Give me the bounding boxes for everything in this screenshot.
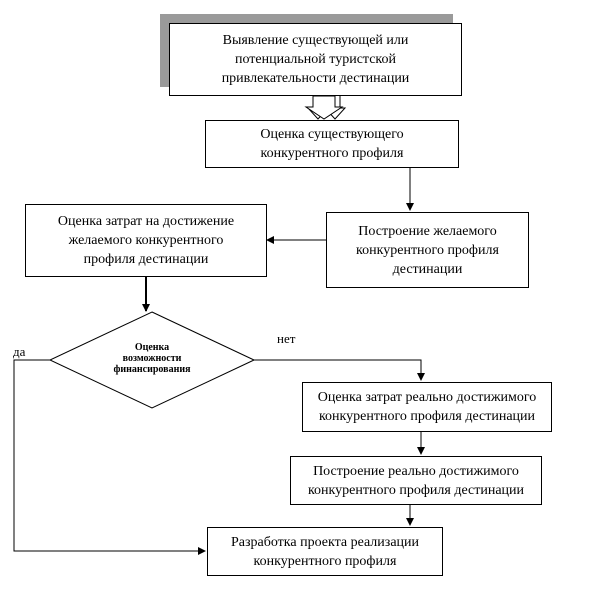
box-assess-current-profile-text: Оценка существующего конкурентного профи… bbox=[260, 127, 404, 161]
arrow-no bbox=[254, 359, 425, 381]
no-label: нет bbox=[277, 331, 296, 346]
box-desired-costs-text: Оценка затрат на достижение желаемого ко… bbox=[57, 214, 235, 267]
decision-diamond bbox=[48, 311, 256, 409]
box-identify-attractiveness-text: Выявление существующей или потенциальной… bbox=[221, 33, 410, 86]
box-identify-attractiveness: Выявление существующей или потенциальной… bbox=[169, 23, 462, 96]
arrow-yes bbox=[13, 359, 206, 555]
box-build-desired-profile-text: Построение желаемого конкурентного профи… bbox=[356, 223, 499, 277]
box-implementation-project-text: Разработка проекта реализации конкурентн… bbox=[230, 534, 420, 569]
box-realistic-costs-text: Оценка затрат реально достижимого конкур… bbox=[317, 390, 537, 424]
yes-label: да bbox=[13, 344, 26, 359]
box-assess-current-profile: Оценка существующего конкурентного профи… bbox=[205, 120, 459, 168]
box-build-realistic-profile: Построение реально достижимого конкурент… bbox=[290, 456, 542, 505]
box-desired-costs: Оценка затрат на достижение желаемого ко… bbox=[25, 204, 267, 277]
box-build-realistic-profile-text: Построение реально достижимого конкурент… bbox=[307, 463, 525, 498]
decision-text: Оценка возможности финансирования bbox=[113, 342, 191, 375]
box-realistic-costs: Оценка затрат реально достижимого конкур… bbox=[302, 382, 552, 432]
hollow-arrow bbox=[304, 95, 344, 120]
box-implementation-project: Разработка проекта реализации конкурентн… bbox=[207, 527, 443, 576]
box-build-desired-profile: Построение желаемого конкурентного профи… bbox=[326, 212, 529, 288]
